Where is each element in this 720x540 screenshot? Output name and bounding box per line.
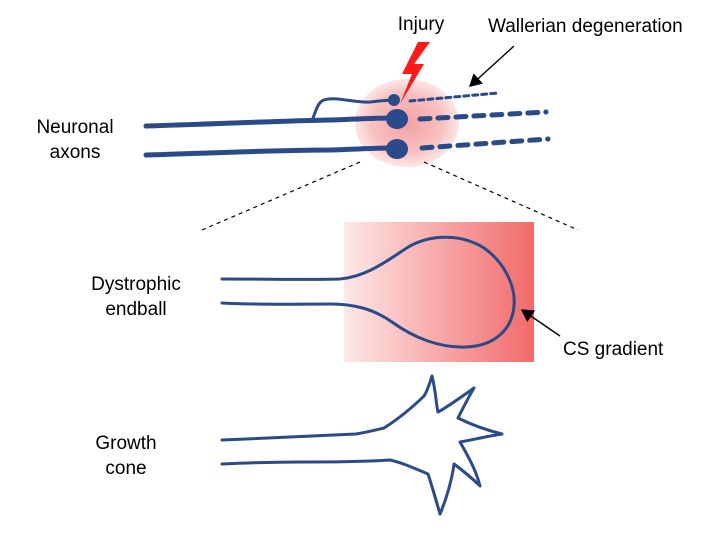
neuronal-label-line2: axons bbox=[50, 142, 101, 163]
cs-gradient-arrow bbox=[520, 309, 561, 337]
growth-label-line2: cone bbox=[105, 458, 146, 479]
dystrophic-label-line1: Dystrophic bbox=[91, 274, 181, 295]
wallerian-arrow bbox=[468, 45, 515, 87]
dystrophic-endball bbox=[220, 235, 516, 349]
injury-label: Injury bbox=[398, 14, 445, 35]
lightning-bolt-icon bbox=[400, 42, 430, 104]
growth-label-line1: Growth bbox=[95, 433, 156, 454]
neuronal-label-line1: Neuronal bbox=[36, 117, 113, 138]
zoom-lines bbox=[201, 161, 579, 231]
dystrophic-label-line2: endball bbox=[105, 299, 166, 320]
growth-cone bbox=[220, 374, 504, 516]
cs-gradient-label: CS gradient bbox=[563, 339, 664, 360]
wallerian-label: Wallerian degeneration bbox=[488, 16, 683, 37]
cs-gradient-box bbox=[344, 222, 534, 362]
axon-endbulbs bbox=[386, 94, 408, 159]
neuronal-axons bbox=[143, 91, 551, 158]
